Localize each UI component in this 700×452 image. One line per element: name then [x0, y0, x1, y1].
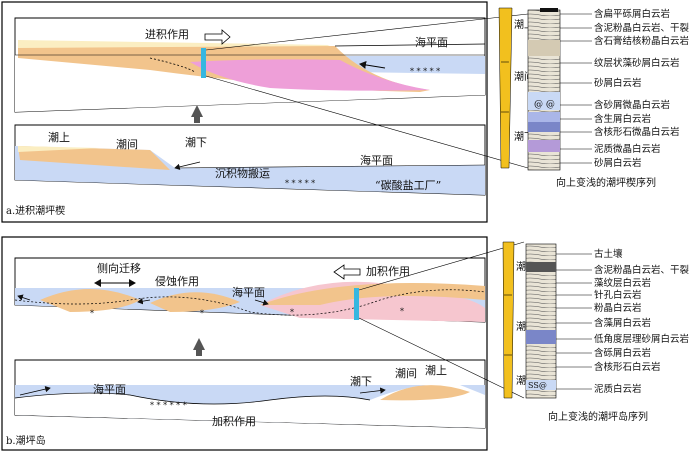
svg-text:@ @: @ @: [534, 100, 555, 110]
panel-b-top-block: 侧向迁移 侵蚀作用 海平面 加积作用 * * * *: [14, 257, 486, 323]
svg-text:SS@: SS@: [528, 381, 547, 390]
lithology-label: 含砂屑微晶白云岩: [594, 99, 670, 111]
connector-line: [205, 13, 529, 51]
progradation-arrow: [333, 264, 361, 280]
aggradation-label: 加积作用: [212, 415, 256, 428]
column-a-caption: 向上变浅的潮坪楔序列: [556, 176, 656, 189]
panel-b-frame: [1, 236, 488, 451]
panel-a-caption: a.进积潮坪楔: [6, 204, 65, 217]
lithology-label: 藻纹层白云岩: [594, 277, 651, 289]
svg-text:* * * * * *: * * * * * *: [150, 401, 187, 410]
lithology-label: 含石膏结核粉晶白云岩: [594, 35, 689, 47]
sequence-column-a: 潮上 潮间 潮下 @ @ 向上变浅的潮坪楔序列: [498, 7, 656, 189]
lithology-label: 含砾屑白云岩: [594, 347, 651, 359]
lithology-label: 含生屑白云岩: [594, 113, 651, 125]
panel-b-transition-arrow: [193, 338, 205, 356]
sea-level-label: 海平面: [415, 35, 448, 49]
lithology-label: 低角度层理砂屑白云岩: [594, 333, 689, 345]
lithology-label: 含泥粉晶白云岩、干裂: [594, 264, 690, 276]
sea-level-label: 海平面: [93, 382, 126, 396]
lithology-label: 含核形石白云岩: [594, 361, 661, 373]
intertidal-label: 潮间: [116, 137, 138, 151]
subtidal-label: 潮下: [185, 135, 207, 149]
sequence-column-b: 潮上 潮间 潮下 SS@ 向上变浅的潮坪岛序列: [502, 241, 648, 423]
lithology-label: 针孔白云岩: [594, 289, 642, 301]
transport-label: 沉积物搬运: [215, 166, 270, 180]
connector-line: [358, 317, 525, 399]
lithology-label: 含核形石微晶白云岩: [594, 126, 680, 138]
lithology-label: 含扁平砾屑白云岩: [594, 8, 670, 20]
svg-text:*: *: [90, 309, 94, 318]
supratidal-label: 潮上: [48, 130, 70, 144]
erosion-label: 侵蚀作用: [155, 274, 199, 288]
svg-text:*: *: [290, 308, 294, 317]
progradation-label: 加积作用: [366, 265, 410, 278]
subtidal-label: 潮下: [350, 374, 372, 388]
svg-text:*: *: [200, 309, 204, 318]
supratidal-label: 潮上: [425, 363, 447, 377]
connector-line: [205, 75, 529, 169]
lithology-label: 含藻屑白云岩: [594, 317, 651, 329]
panel-a-frame: [1, 1, 488, 223]
svg-text:* * * * *: * * * * *: [285, 179, 315, 188]
panel-a-bottom-block: 潮上 潮间 潮下 海平面 沉积物搬运 “碳酸盐工厂” * * * * *: [14, 124, 486, 196]
lateral-migration-label: 侧向迁移: [97, 261, 141, 275]
column-a-labels: 含扁平砾屑白云岩含泥粉晶白云岩、干裂含石膏结核粉晶白云岩纹层状藻砂屑白云岩砂屑白…: [560, 8, 690, 169]
lithology-label: 泥质白云岩: [594, 383, 642, 395]
svg-text:*: *: [400, 307, 404, 316]
panel-b-caption: b.潮坪岛: [6, 434, 46, 447]
intertidal-label: 潮间: [395, 366, 417, 380]
lithology-label: 含泥粉晶白云岩、干裂: [594, 22, 690, 34]
lithology-label: 古土壤: [594, 248, 623, 260]
column-b-labels: 古土壤含泥粉晶白云岩、干裂藻纹层白云岩针孔白云岩粉晶白云岩含藻屑白云岩低角度层理…: [556, 248, 690, 395]
panel-a-transition-arrow: [191, 105, 203, 123]
lithology-label: 粉晶白云岩: [594, 302, 642, 314]
sea-level-label: 海平面: [232, 285, 265, 299]
sea-level-label: 海平面: [360, 153, 393, 167]
lithology-label: 泥质微晶白云岩: [594, 143, 661, 155]
panel-a-top-block: 海平面 进积作用 * * * * *: [14, 17, 486, 113]
lithology-label: 砂屑白云岩: [594, 157, 642, 169]
progradation-label: 进积作用: [145, 28, 189, 41]
lithology-label: 纹层状藻砂屑白云岩: [594, 57, 680, 69]
connector-line: [358, 241, 525, 291]
column-b-caption: 向上变浅的潮坪岛序列: [548, 410, 648, 423]
factory-label: “碳酸盐工厂”: [375, 178, 441, 192]
lithology-label: 砂屑白云岩: [594, 77, 642, 89]
svg-text:* * * * *: * * * * *: [410, 67, 440, 76]
panel-b-bottom-block: 海平面 潮下 潮间 潮上 加积作用 * * * * * *: [14, 359, 486, 429]
progradation-arrow: [204, 29, 231, 45]
